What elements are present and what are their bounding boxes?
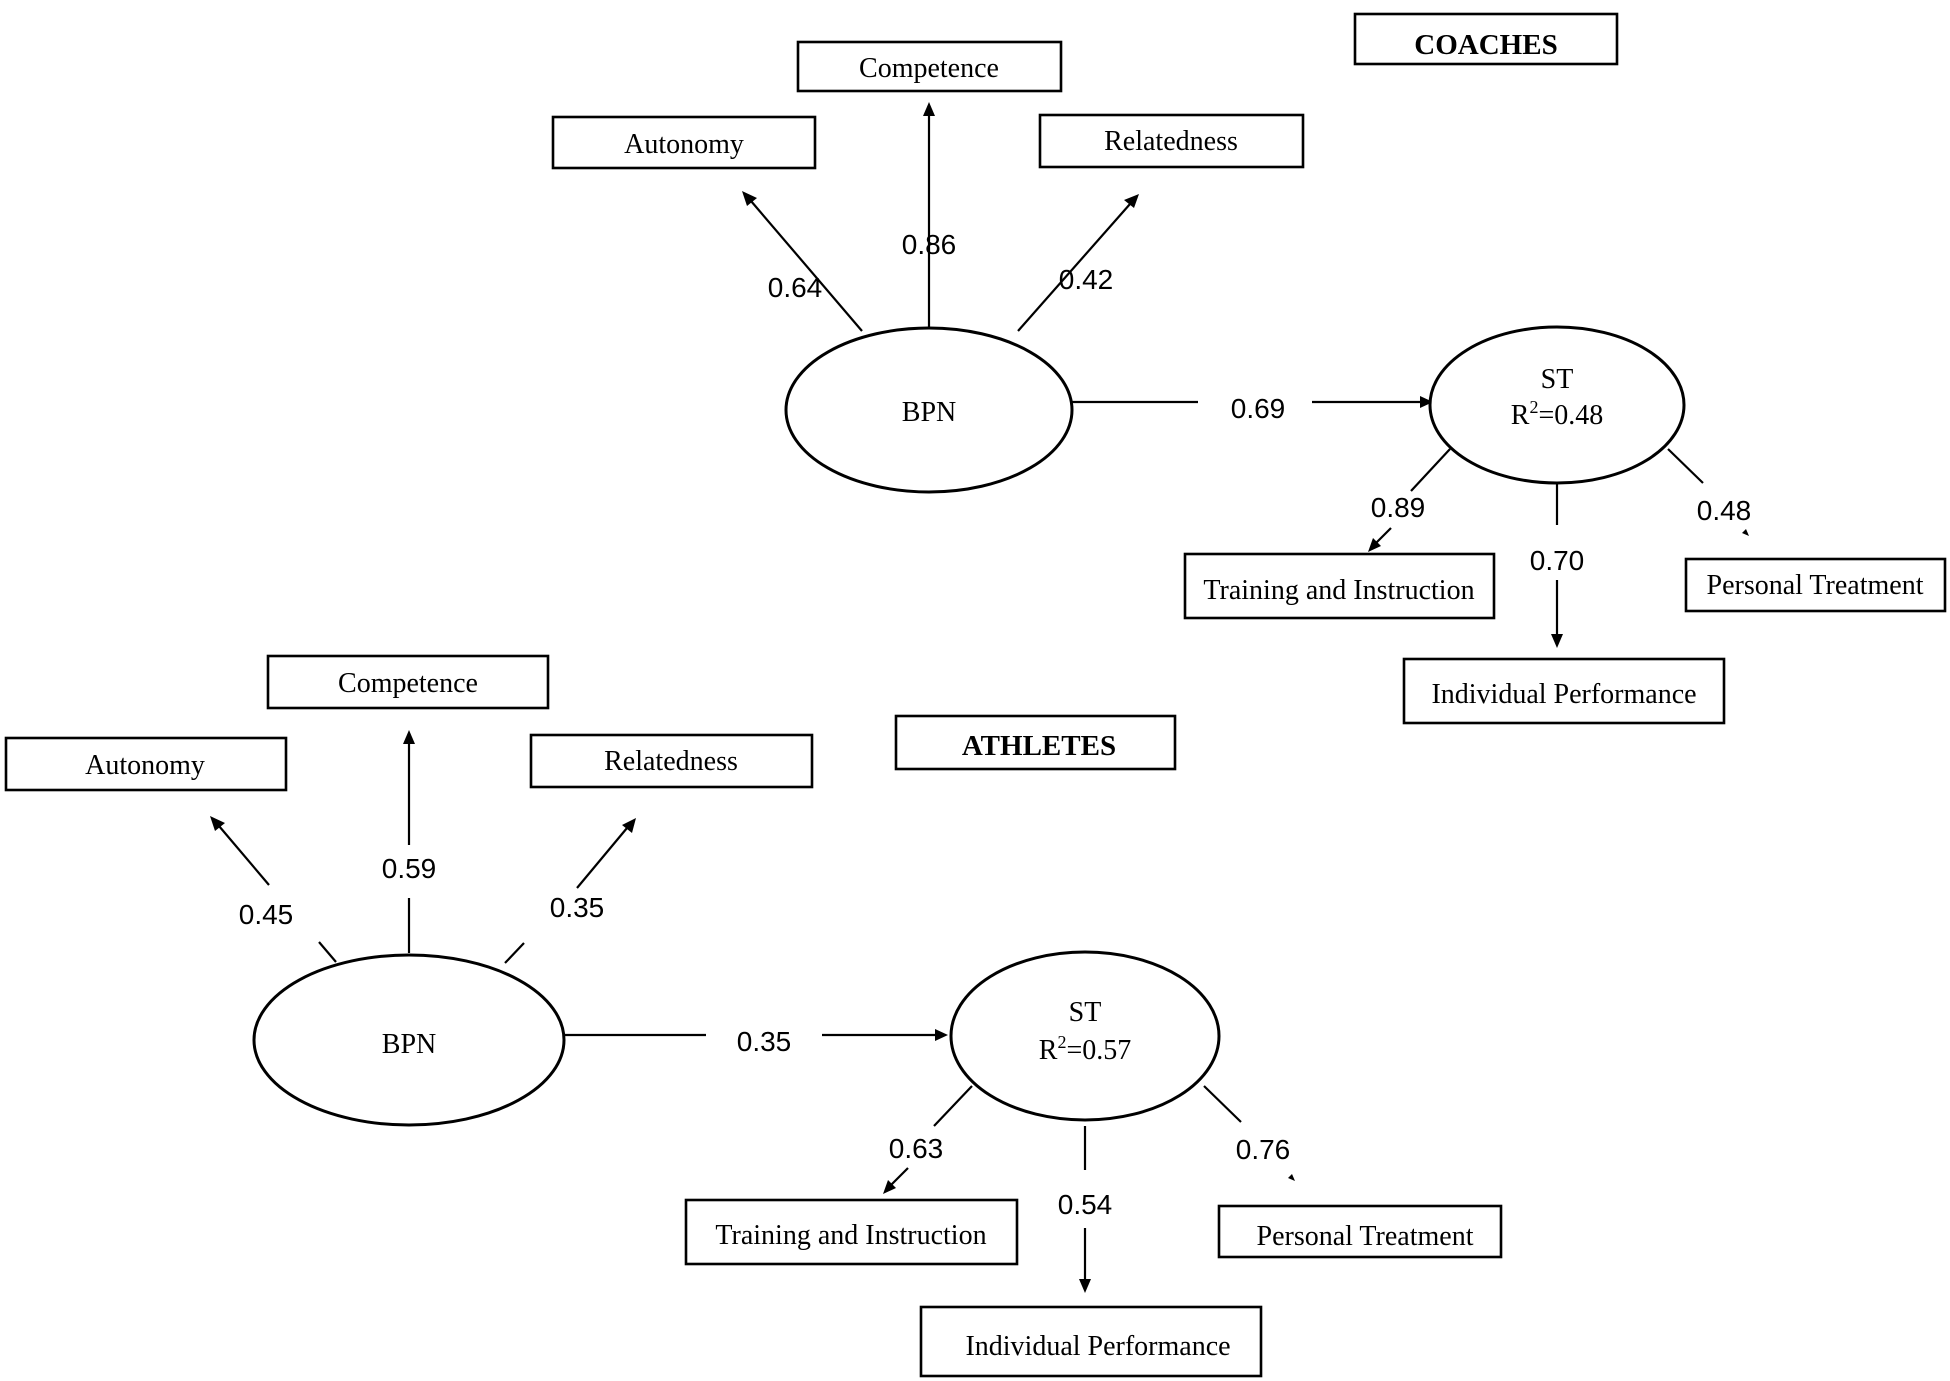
athletes-group-label-box <box>894 714 1177 771</box>
athletes-personal-rect <box>1217 1204 1503 1259</box>
athletes-relatedness-box: Relatedness <box>529 733 814 789</box>
athletes-st-r-squared: R2=0.57 <box>1039 1032 1131 1066</box>
coaches-group-label: COACHES <box>1353 12 1619 66</box>
coaches-autonomy-rect <box>551 115 817 170</box>
coaches-relatedness-label: Relatedness <box>1104 126 1238 157</box>
coaches-autonomy-box: Autonomy <box>551 115 817 170</box>
coaches-training-rect <box>1183 552 1496 620</box>
coaches-training-label: Training and Instruction <box>1203 575 1474 606</box>
coaches-personal-rect <box>1684 557 1947 613</box>
athletes-group-label-text: ATHLETES <box>962 730 1116 762</box>
athletes-relatedness-rect <box>529 733 814 789</box>
coaches-path-bpn-st <box>1072 396 1433 408</box>
coaches-group-label-text: COACHES <box>1414 29 1557 61</box>
athletes-autonomy-label: Autonomy <box>85 750 205 781</box>
coaches-loading-relatedness: 0.42 <box>1059 264 1114 295</box>
coaches-personal-label: Personal Treatment <box>1707 570 1924 601</box>
coaches-individual-rect <box>1402 657 1726 725</box>
coaches-arrow-individual <box>1551 483 1563 648</box>
athletes-arrow-training <box>883 1085 973 1194</box>
athletes-loading-individual: 0.54 <box>1058 1189 1113 1220</box>
coaches-arrow-personal <box>1667 448 1749 536</box>
athletes-arrow-personal <box>1203 1085 1295 1181</box>
coaches-loading-individual: 0.70 <box>1530 545 1585 576</box>
athletes-individual-label: Individual Performance <box>965 1331 1230 1362</box>
athletes-group-label: ATHLETES <box>894 714 1177 771</box>
coaches-relatedness-box: Relatedness <box>1038 113 1305 169</box>
athletes-bpn-label: BPN <box>382 1029 436 1060</box>
coaches-path-coefficient: 0.69 <box>1231 393 1286 424</box>
athletes-autonomy-rect <box>4 736 288 792</box>
athletes-loading-personal: 0.76 <box>1236 1134 1291 1165</box>
coaches-arrow-autonomy <box>742 191 863 332</box>
athletes-competence-box: Competence <box>266 654 550 710</box>
coaches-autonomy-label: Autonomy <box>624 129 744 160</box>
coaches-competence-box: Competence <box>796 40 1063 93</box>
athletes-bpn-ellipse <box>252 953 566 1127</box>
athletes-relatedness-label: Relatedness <box>604 746 738 777</box>
athletes-individual-box: Individual Performance <box>919 1305 1263 1378</box>
athletes-loading-autonomy: 0.45 <box>239 899 294 930</box>
coaches-relatedness-rect <box>1038 113 1305 169</box>
athletes-loading-relatedness: 0.35 <box>550 892 605 923</box>
coaches-individual-label: Individual Performance <box>1431 679 1696 710</box>
athletes-st-label: ST <box>1069 997 1102 1028</box>
coaches-st-label: ST <box>1541 364 1574 395</box>
athletes-st-ellipse <box>949 950 1221 1122</box>
athletes-arrow-competence <box>403 730 415 953</box>
coaches-group-label-box <box>1353 12 1619 66</box>
athletes-training-label: Training and Instruction <box>715 1220 986 1251</box>
athletes-st-latent: ST R2=0.57 <box>949 950 1221 1122</box>
athletes-personal-label: Personal Treatment <box>1257 1221 1474 1252</box>
coaches-loading-autonomy: 0.64 <box>768 272 823 303</box>
athletes-arrow-autonomy <box>210 816 337 963</box>
coaches-loading-competence: 0.86 <box>902 229 957 260</box>
athletes-competence-rect <box>266 654 550 710</box>
athletes-individual-rect <box>919 1305 1263 1378</box>
athletes-loading-competence: 0.59 <box>382 853 437 884</box>
coaches-individual-box: Individual Performance <box>1402 657 1726 725</box>
coaches-arrow-relatedness <box>1017 194 1139 332</box>
coaches-model: COACHES Autonomy Competence Relatedness … <box>551 12 1947 725</box>
athletes-training-rect <box>684 1198 1019 1266</box>
athletes-training-box: Training and Instruction <box>684 1198 1019 1266</box>
coaches-competence-rect <box>796 40 1063 93</box>
athletes-arrow-relatedness <box>504 818 636 964</box>
coaches-bpn-latent: BPN <box>784 326 1074 494</box>
coaches-st-latent: ST R2=0.48 <box>1428 325 1686 485</box>
athletes-competence-label: Competence <box>338 668 478 699</box>
athletes-bpn-latent: BPN <box>252 953 566 1127</box>
athletes-autonomy-box: Autonomy <box>4 736 288 792</box>
coaches-bpn-label: BPN <box>902 397 956 428</box>
coaches-training-box: Training and Instruction <box>1183 552 1496 620</box>
coaches-competence-label: Competence <box>859 53 999 84</box>
athletes-arrow-individual <box>1079 1126 1091 1293</box>
athletes-path-bpn-st <box>564 1029 948 1041</box>
coaches-arrow-training <box>1368 448 1451 552</box>
coaches-loading-personal: 0.48 <box>1697 495 1752 526</box>
coaches-loading-training: 0.89 <box>1371 492 1426 523</box>
athletes-loading-training: 0.63 <box>889 1133 944 1164</box>
athletes-model: ATHLETES Autonomy Competence Relatedness… <box>4 654 1503 1378</box>
athletes-path-coefficient: 0.35 <box>737 1026 792 1057</box>
athletes-personal-box: Personal Treatment <box>1217 1204 1503 1259</box>
coaches-st-r-squared: R2=0.48 <box>1511 397 1603 431</box>
coaches-personal-box: Personal Treatment <box>1684 557 1947 613</box>
coaches-arrow-competence <box>923 102 935 328</box>
